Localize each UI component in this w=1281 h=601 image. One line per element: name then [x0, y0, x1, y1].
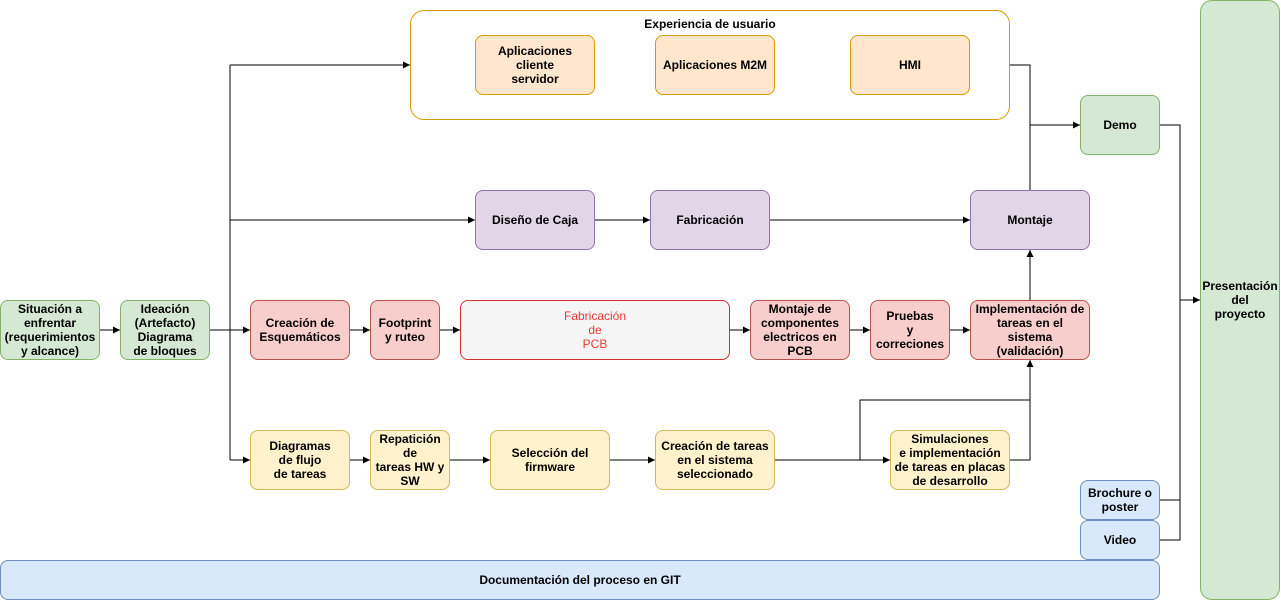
node-montaje: Montaje	[970, 190, 1090, 250]
node-fab-pcb-label: Fabricación de PCB	[563, 309, 627, 351]
edge-creacion-implementacion	[859, 360, 1034, 460]
node-footprint: Footprint y ruteo	[370, 300, 440, 360]
node-brochure: Brochure o poster	[1080, 480, 1160, 520]
edge-brochure-presentacion	[1160, 300, 1181, 501]
edge-experiencia-demo	[1010, 64, 1031, 125]
node-fabricacion: Fabricación	[650, 190, 770, 250]
experiencia-title: Experiencia de usuario	[644, 17, 776, 31]
node-creacion-tareas: Creación de tareas en el sistema selecci…	[655, 430, 775, 490]
node-reparticion: Repatición de tareas HW y SW	[370, 430, 450, 490]
node-fab-pcb: Fabricación de PCB	[460, 300, 730, 360]
node-demo: Demo	[1080, 95, 1160, 155]
node-situacion: Situación a enfrentar (requerimientos y …	[0, 300, 100, 360]
node-pruebas: Pruebas y correciones	[870, 300, 950, 360]
node-ideacion: Ideación (Artefacto) Diagrama de bloques	[120, 300, 210, 360]
edge-simulaciones-implementacion	[1010, 400, 1031, 461]
node-video: Video	[1080, 520, 1160, 560]
node-documentacion: Documentación del proceso en GIT	[0, 560, 1160, 600]
node-creacion-esquematicos: Creación de Esquemáticos	[250, 300, 350, 360]
edge-montaje-demo	[1029, 121, 1080, 190]
node-diseno-caja: Diseño de Caja	[475, 190, 595, 250]
node-apps-cliente: Aplicaciones cliente servidor	[475, 35, 595, 95]
node-seleccion-firmware: Selección del firmware	[490, 430, 610, 490]
node-simulaciones: Simulaciones e implementación de tareas …	[890, 430, 1010, 490]
node-presentacion: Presentación del proyecto	[1200, 0, 1280, 600]
edge-demo-presentacion	[1160, 124, 1200, 304]
edge-video-presentacion	[1160, 500, 1181, 541]
node-montaje-componentes: Montaje de componentes electricos en PCB	[750, 300, 850, 360]
node-hmi: HMI	[850, 35, 970, 95]
node-diagramas-flujo: Diagramas de flujo de tareas	[250, 430, 350, 490]
node-apps-m2m: Aplicaciones M2M	[655, 35, 775, 95]
node-implementacion: Implementación de tareas en el sistema (…	[970, 300, 1090, 360]
